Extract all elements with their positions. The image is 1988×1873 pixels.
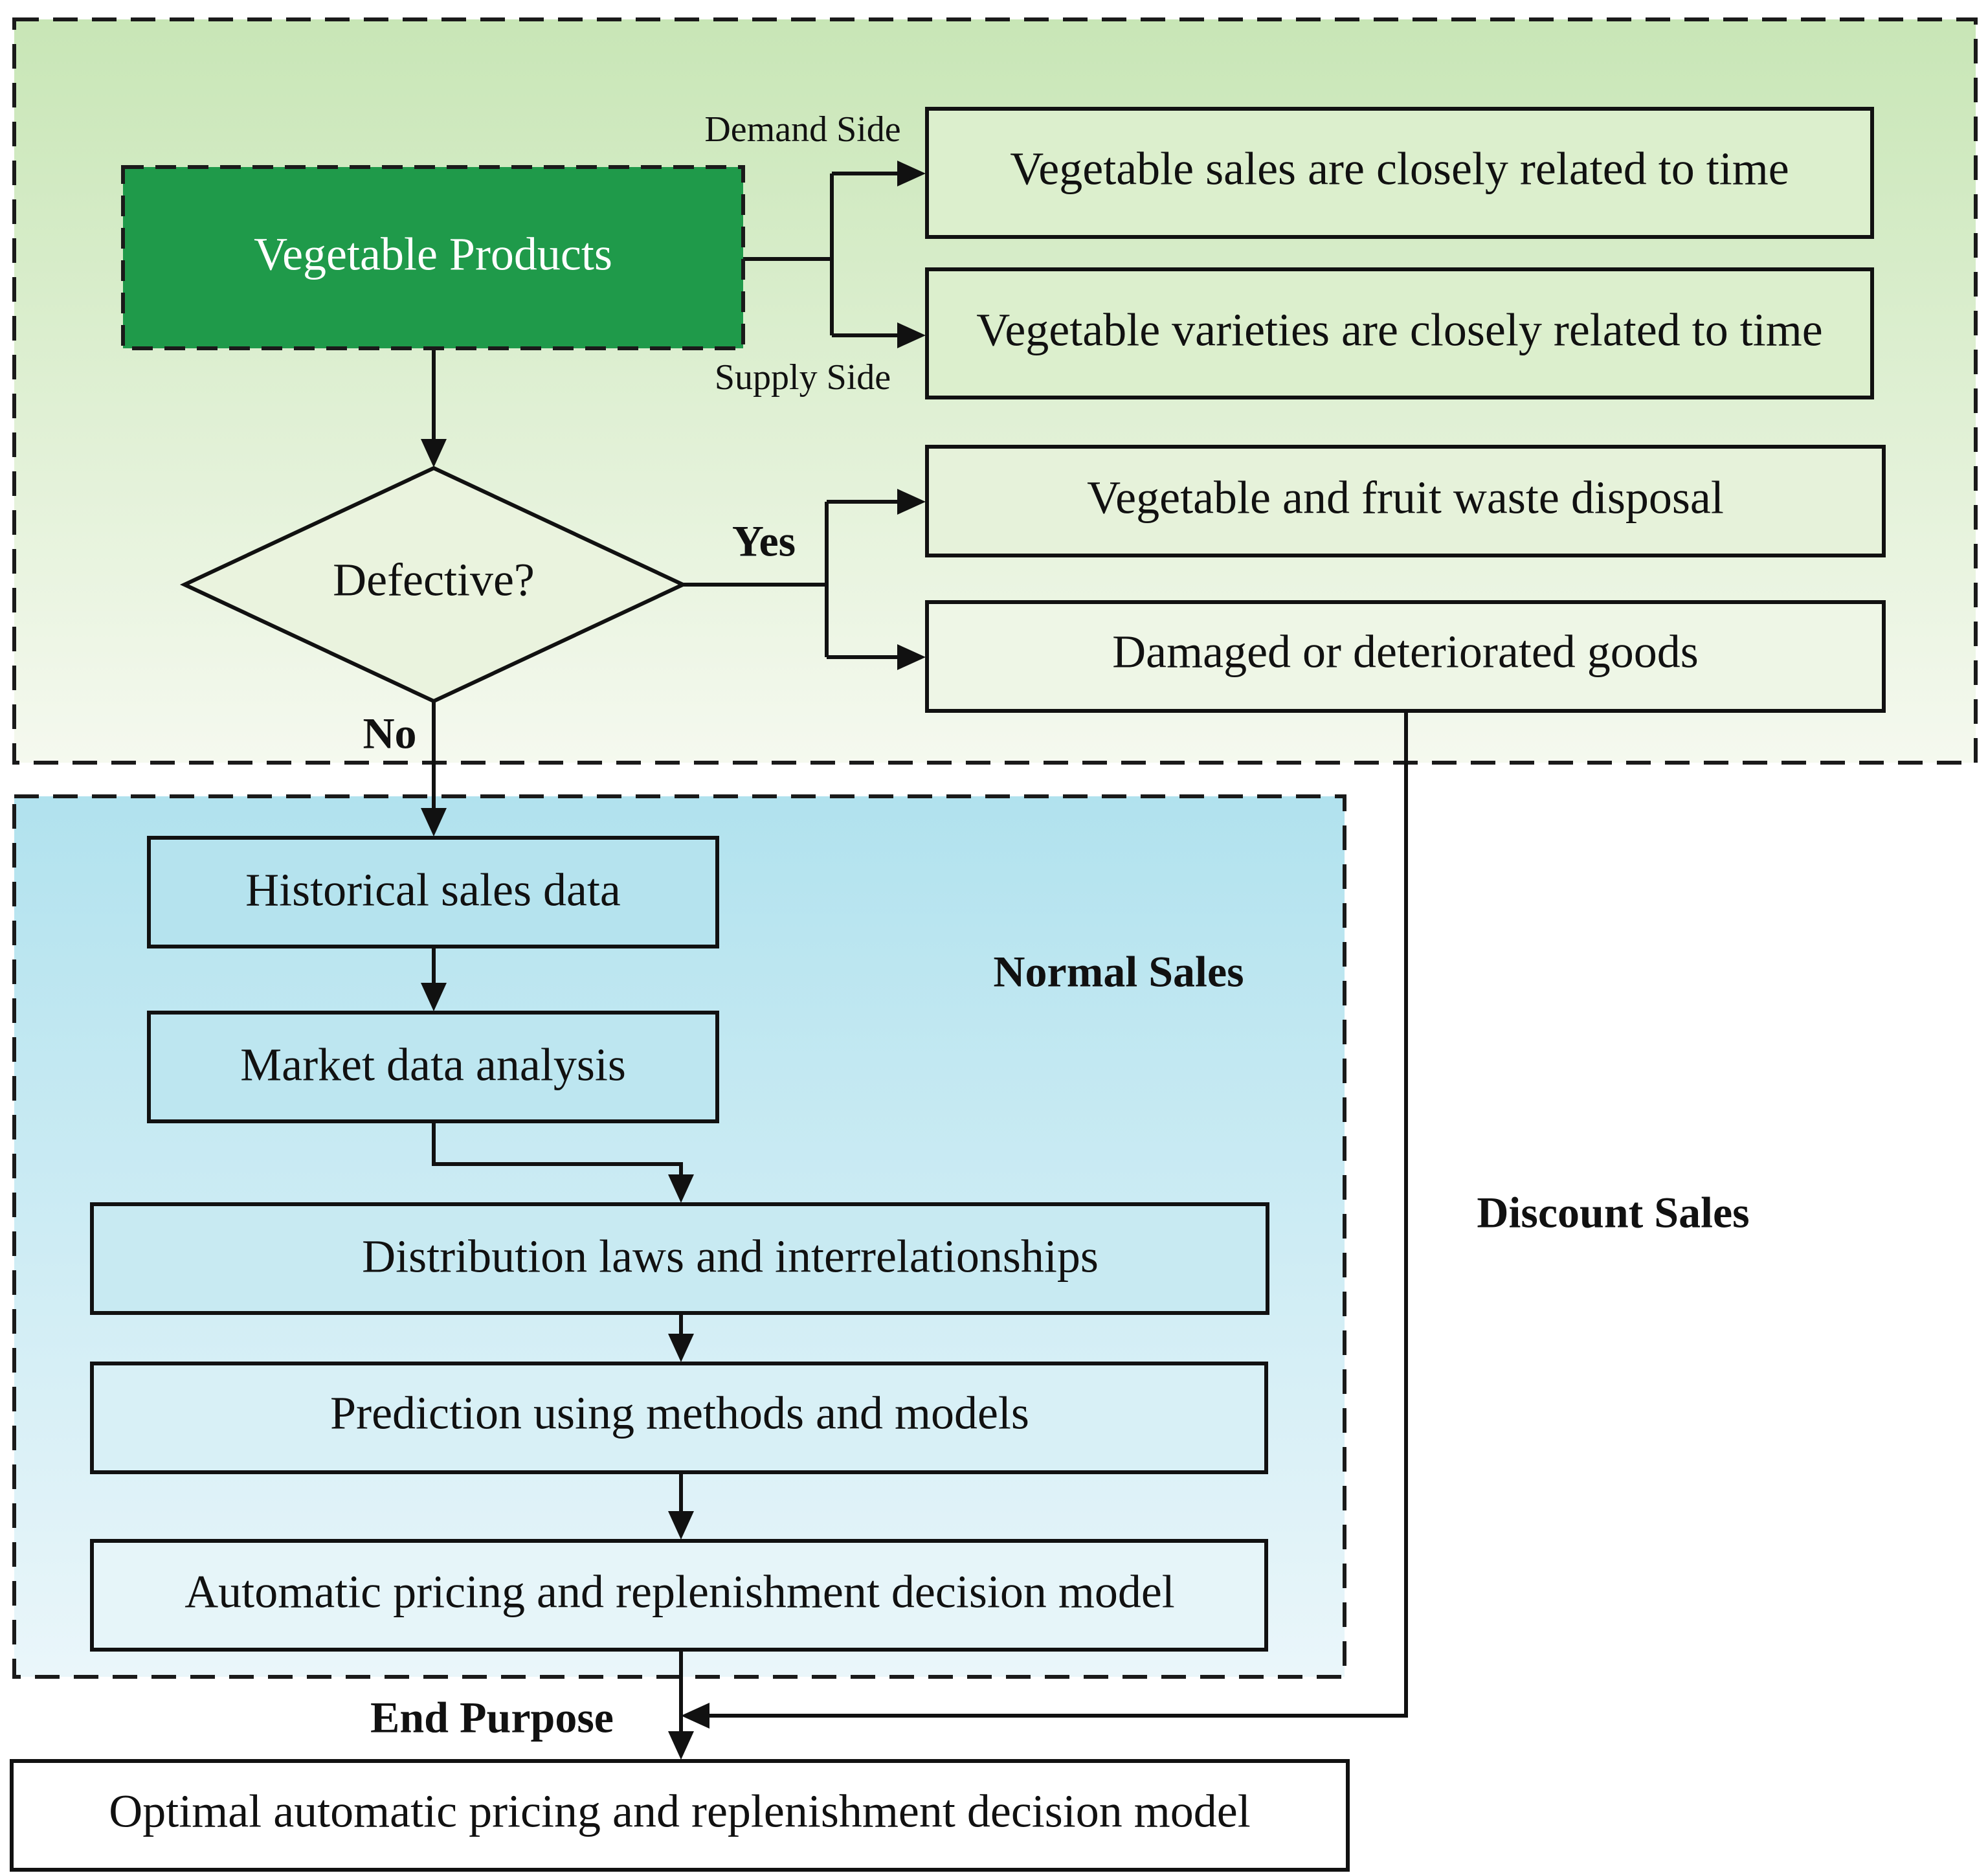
- waste-disposal-box: [925, 445, 1886, 557]
- no-label: No: [363, 709, 416, 758]
- discount-sales-path: [708, 711, 1408, 1718]
- market-analysis-box: [147, 1011, 719, 1123]
- discount-sales-label: Discount Sales: [1477, 1188, 1749, 1237]
- final-decision-box: [10, 1759, 1350, 1872]
- market-analysis-text: Market data analysis: [240, 1039, 626, 1091]
- product-branch-connector: [743, 174, 834, 335]
- arrowhead-decision-model: [668, 1511, 694, 1540]
- demand-side-box-text: Vegetable sales are closely related to t…: [1010, 143, 1789, 195]
- prediction-text: Prediction using methods and models: [330, 1387, 1029, 1439]
- arrowhead-distribution: [668, 1174, 694, 1203]
- pricing-decision-model-box: [90, 1539, 1268, 1652]
- arrowhead-market: [421, 983, 447, 1011]
- vegetable-products-label: Vegetable Products: [254, 229, 612, 280]
- defective-decision-diamond: [179, 465, 688, 704]
- arrowhead-waste: [897, 489, 926, 515]
- final-decision-text: Optimal automatic pricing and replenishm…: [109, 1786, 1251, 1837]
- arrowhead-prediction: [668, 1334, 694, 1362]
- yes-label: Yes: [732, 517, 796, 566]
- arrowhead-final: [668, 1731, 694, 1760]
- damaged-goods-box: [925, 600, 1886, 713]
- connectors: [421, 161, 1408, 1760]
- supply-side-box: [925, 267, 1874, 399]
- supply-side-label: Supply Side: [715, 357, 891, 398]
- distribution-laws-box: [90, 1202, 1269, 1315]
- historical-sales-box: [147, 836, 719, 948]
- yes-branch-connector: [683, 502, 829, 657]
- arrowhead-historical: [421, 808, 447, 836]
- arrowhead-discount: [681, 1703, 709, 1729]
- arrowhead-supply: [897, 322, 926, 348]
- arrowhead-decision: [421, 439, 447, 467]
- pricing-decision-model-text: Automatic pricing and replenishment deci…: [184, 1566, 1175, 1618]
- arrowhead-demand: [897, 161, 926, 186]
- prediction-box: [90, 1362, 1268, 1474]
- vegetable-products-box: [121, 165, 745, 350]
- arrowhead-damaged: [897, 644, 926, 670]
- demand-side-box: [925, 107, 1874, 239]
- supply-side-box-text: Vegetable varieties are closely related …: [976, 304, 1822, 356]
- waste-disposal-box-text: Vegetable and fruit waste disposal: [1087, 472, 1724, 524]
- defective-decision-label: Defective?: [333, 554, 535, 606]
- end-purpose-label: End Purpose: [370, 1693, 614, 1742]
- market-to-distribution-line: [432, 1121, 683, 1176]
- damaged-goods-box-text: Damaged or deteriorated goods: [1112, 626, 1699, 678]
- normal-sales-title: Normal Sales: [993, 947, 1244, 996]
- distribution-laws-text: Distribution laws and interrelationships: [362, 1231, 1099, 1283]
- historical-sales-text: Historical sales data: [245, 864, 621, 916]
- demand-side-label: Demand Side: [704, 109, 900, 150]
